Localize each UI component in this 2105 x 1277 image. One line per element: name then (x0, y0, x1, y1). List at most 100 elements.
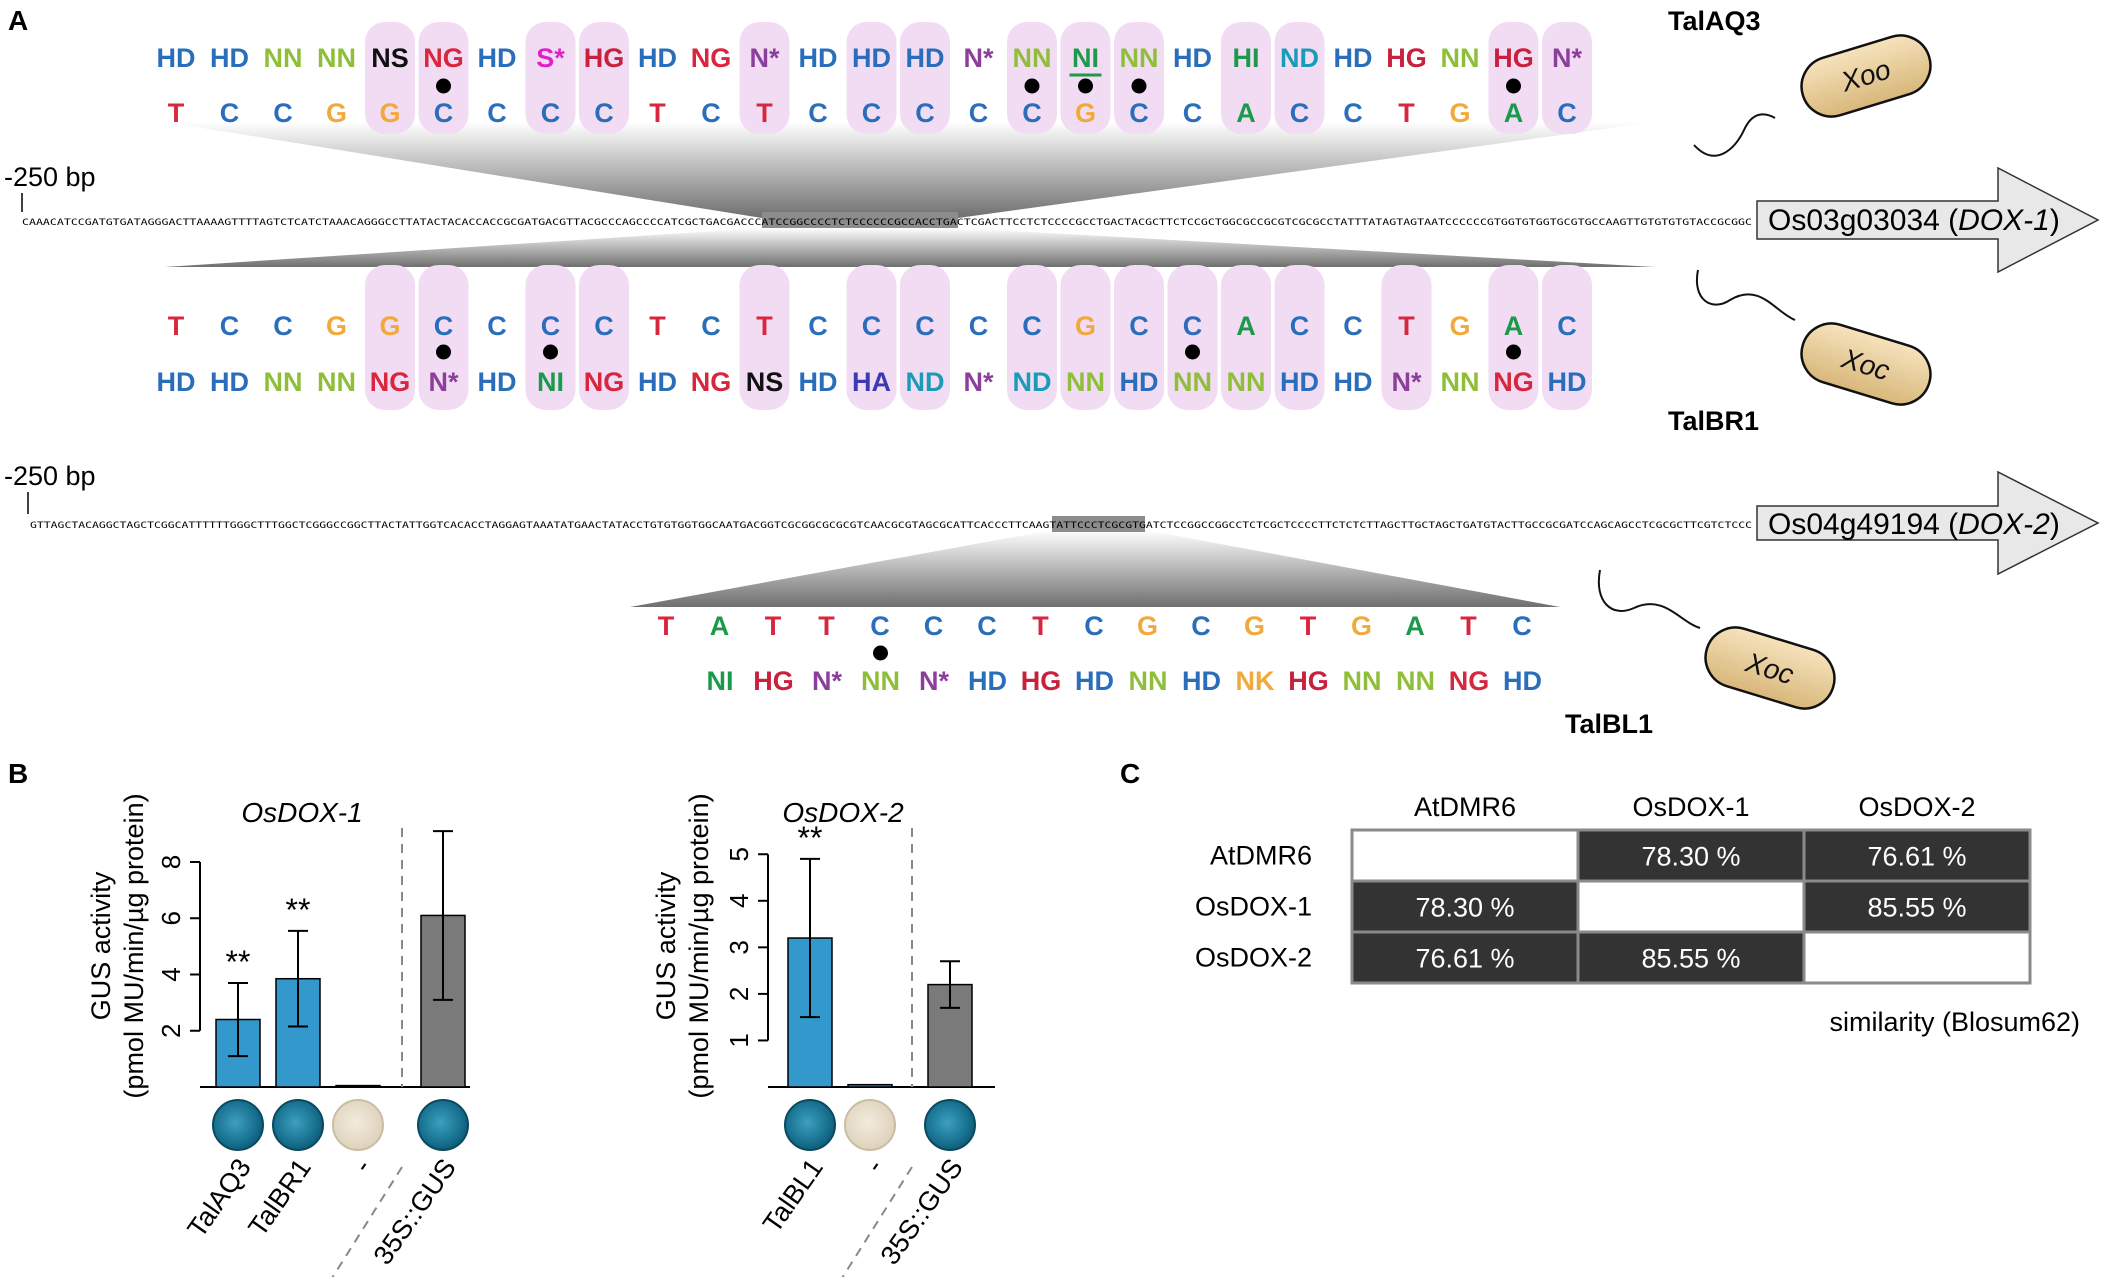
dox1-y-tick-label: 4 (156, 967, 186, 981)
talaq3-name: TalAQ3 (1668, 6, 1761, 36)
gene1-label: Os03g03034 (DOX-1) (1768, 204, 2060, 237)
talbr1-dna-base: C (1129, 311, 1149, 341)
talaq3-rvd: HD (210, 43, 249, 73)
talaq3-dna-base: C (487, 98, 507, 128)
dox2-y-tick-label: 4 (724, 894, 754, 908)
talaq3-dna-base: C (701, 98, 721, 128)
talbr1-rvd: NN (1441, 367, 1480, 397)
talaq3-dna-base: C (969, 98, 989, 128)
talbl1-dna-base: C (870, 611, 890, 641)
talbl1-dna-base: T (1300, 611, 1317, 641)
dox2-y-tick-label: 5 (724, 847, 754, 861)
talaq3-highlight (579, 22, 629, 134)
talaq3-dna-base: C (1183, 98, 1203, 128)
talbr1-dna-base: C (434, 311, 454, 341)
talbr1-rvd: HD (1548, 367, 1587, 397)
talbl1-rvd: HD (1503, 666, 1542, 696)
dox1-ylabel-line2: (pmol MU/min/µg protein) (119, 793, 149, 1098)
talbr1-rvd: HD (157, 367, 196, 397)
dox1-significance: ** (286, 892, 311, 928)
talbr1-rvd: HD (1120, 367, 1159, 397)
talbr1-dna-base: C (1290, 311, 1310, 341)
talbl1-dna-base: A (710, 611, 730, 641)
talbr1-rvd: NN (1173, 367, 1212, 397)
talaq3-rvd: HG (584, 43, 625, 73)
talbr1-dna-base: C (273, 311, 293, 341)
matrix-cell (1576, 879, 1806, 934)
talaq3-highlight (418, 22, 469, 134)
dox1-y-tick-label: 6 (156, 911, 186, 925)
talaq3-dna-base: G (379, 98, 400, 128)
talaq3-highlight (739, 22, 790, 134)
talbl1-binding-fan (630, 530, 1560, 607)
talbl1-rvd: HD (968, 666, 1007, 696)
matrix-cell-value: 78.30 % (1415, 893, 1514, 923)
dox2-bar (847, 1083, 893, 1088)
talbr1-dna-base: T (1398, 311, 1415, 341)
talaq3-rvd: NG (423, 43, 464, 73)
talaq3-dna-base: T (649, 98, 666, 128)
dox2-category-label: 35S::GUS (875, 1153, 969, 1270)
talaq3-rvd: N* (963, 43, 993, 73)
talaq3-dna-base: C (273, 98, 293, 128)
dox2-bar (927, 983, 973, 1088)
talbr1-rvd: NG (691, 367, 732, 397)
talbl1-rvd: NG (1449, 666, 1490, 696)
talaq3-rvd: HD (478, 43, 517, 73)
talbl1-mismatch-dot (873, 645, 888, 661)
talbr1-mismatch-dot (543, 344, 558, 360)
talbl1-rvd: HG (1288, 666, 1329, 696)
talaq3-dna-base: G (1449, 98, 1470, 128)
talbr1-dna-base: C (487, 311, 507, 341)
dox1-significance: ** (226, 944, 251, 980)
panel-label-b: B (8, 758, 28, 789)
gene1-bp-label: -250 bp (4, 162, 96, 192)
talbr1-rvd: NG (584, 367, 625, 397)
dox1-category-label: TalBR1 (242, 1153, 317, 1242)
talbr1-highlight (846, 265, 897, 410)
talbr1-rvd: HD (1280, 367, 1319, 397)
panel-label-a: A (8, 5, 28, 36)
talaq3-mismatch-dot (1131, 78, 1147, 94)
gene2-promoter-sequence: GTTAGCTACAGGCTAGCTCGGCATTTTTTGGGCTTTGGCT… (30, 521, 1752, 531)
talbr1-mismatch-dot (436, 344, 451, 360)
matrix-row-header: AtDMR6 (1210, 841, 1312, 871)
talaq3-rvd: N* (749, 43, 779, 73)
talaq3-binding-fan (165, 122, 1655, 218)
talaq3-rvd: HG (1386, 43, 1427, 73)
talbr1-highlight (900, 265, 950, 410)
dox2-gus-well-image (844, 1099, 896, 1151)
talaq3-dna-base: C (220, 98, 240, 128)
dox2-gus-well-image (784, 1099, 836, 1151)
talaq3-dna-base: T (1398, 98, 1415, 128)
dox1-gus-well-image (212, 1099, 264, 1151)
talbr1-rvd: NN (1066, 367, 1105, 397)
talaq3-rvd: HD (1173, 43, 1212, 73)
talaq3-dna-base: C (915, 98, 935, 128)
matrix-row-header: OsDOX-1 (1195, 892, 1312, 922)
talbr1-dna-base: C (220, 311, 240, 341)
talaq3-highlight (1221, 22, 1271, 134)
talbr1-highlight (1488, 265, 1539, 410)
talbr1-rvd: NS (746, 367, 784, 397)
matrix-row-header: OsDOX-2 (1195, 943, 1312, 973)
talbr1-name: TalBR1 (1668, 406, 1759, 436)
talaq3-dna-base: C (1022, 98, 1042, 128)
talaq3-dna-base: C (434, 98, 454, 128)
talbr1-dna-base: G (1075, 311, 1096, 341)
dox1-gus-well-image (332, 1099, 384, 1151)
talbr1-dna-base: C (1022, 311, 1042, 341)
talbl1-rvd: N* (919, 666, 949, 696)
dox2-y-tick-label: 3 (724, 940, 754, 954)
dox1-ylabel-line1: GUS activity (86, 871, 116, 1020)
talaq3-highlight (1114, 22, 1164, 134)
talaq3-mismatch-dot (436, 78, 451, 94)
talbr1-rvd: HA (852, 367, 891, 397)
talbl1-dna-base: T (818, 611, 835, 641)
talbr1-dna-base: T (756, 311, 773, 341)
talbr1-dna-base: C (1557, 311, 1577, 341)
dox1-y-tick-label: 2 (156, 1024, 186, 1038)
